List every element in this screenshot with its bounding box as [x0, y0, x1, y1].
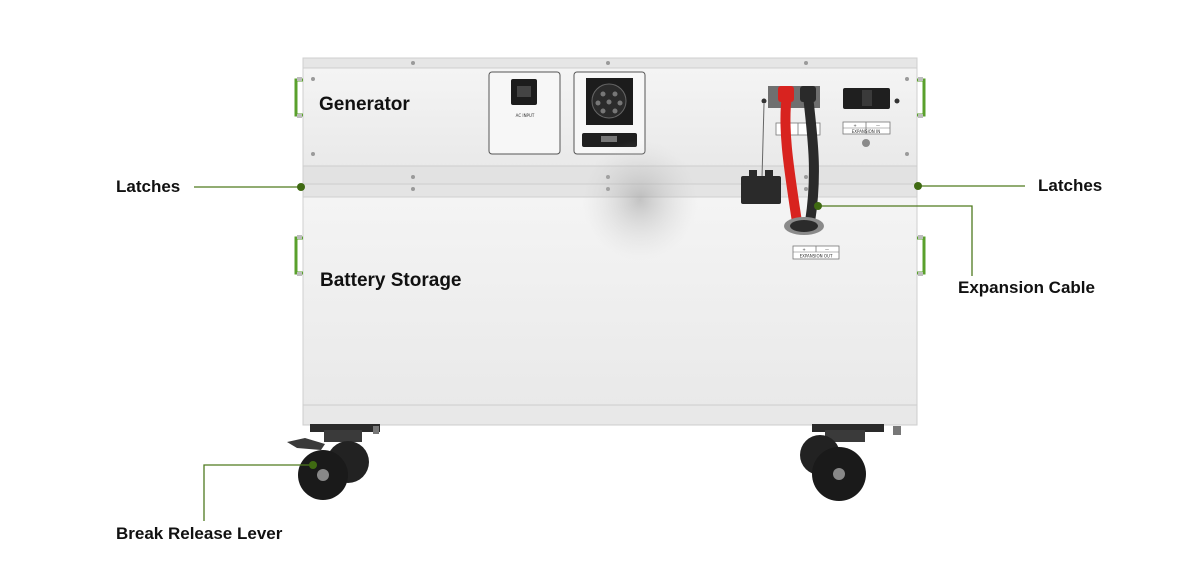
callout-expansion-cable	[814, 202, 973, 276]
ac-input-panel: AC INPUT	[488, 71, 561, 155]
expansion-out-port: + — EXPANSION OUT	[784, 217, 840, 260]
latches-right-label: Latches	[1038, 176, 1103, 195]
callout-latches-left	[194, 183, 305, 191]
plug-shadow	[582, 140, 698, 260]
expansion-cable	[778, 86, 819, 227]
expansion-cable-label: Expansion Cable	[958, 278, 1095, 297]
brake-release-lever-label: Break Release Lever	[116, 524, 283, 543]
generator-label: Generator	[319, 94, 410, 115]
expansion-cap	[741, 176, 781, 204]
svg-text:+: +	[802, 247, 805, 252]
right-caster	[800, 424, 901, 501]
svg-text:AC INPUT: AC INPUT	[516, 113, 535, 118]
svg-text:EXPANSION IN: EXPANSION IN	[852, 129, 880, 134]
callout-latches-right	[914, 182, 1025, 190]
charging-port-panel	[573, 71, 646, 155]
battery-storage-label: Battery Storage	[320, 270, 462, 291]
latches-left-label: Latches	[116, 177, 181, 196]
left-caster	[287, 424, 380, 500]
svg-text:+: +	[853, 123, 856, 128]
svg-text:—: —	[876, 123, 880, 128]
brake-lever-icon	[287, 438, 325, 450]
callout-brake-lever	[203, 461, 317, 521]
svg-text:—: —	[825, 247, 829, 252]
svg-text:EXPANSION OUT: EXPANSION OUT	[800, 254, 833, 259]
